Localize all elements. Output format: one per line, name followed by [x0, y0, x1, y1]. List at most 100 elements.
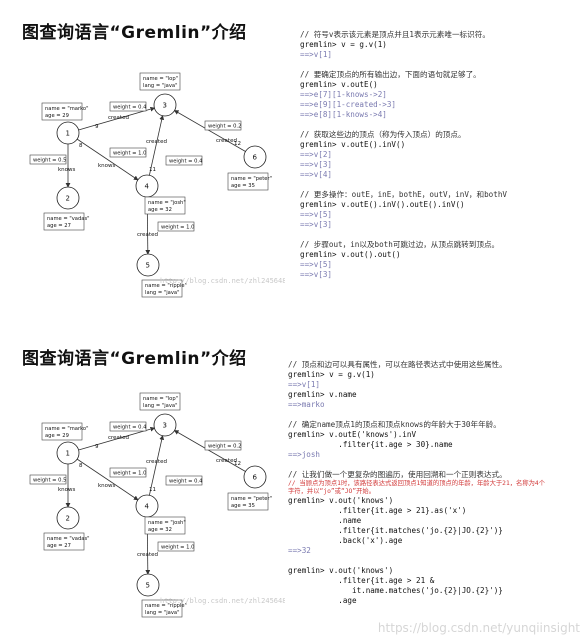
code-command: gremlin> v.outE().inV().outE().inV()	[300, 200, 465, 209]
node-id: 6	[253, 474, 258, 482]
url-watermark: http://blog.csdn.net/zhl245648124	[160, 597, 285, 605]
edge-weight-box	[204, 120, 242, 131]
graph-node	[243, 145, 267, 169]
node-props-box	[41, 422, 83, 441]
edge-id: 11	[149, 167, 156, 173]
graph-node	[153, 413, 177, 437]
code-gap	[300, 230, 507, 240]
node-prop: lang = "java"	[145, 290, 180, 296]
node-prop: name = "ripple"	[145, 283, 187, 289]
edge-label: created	[146, 139, 167, 145]
edge-weight: weight = 1.0	[161, 225, 194, 231]
code-result: ==>v[3]	[300, 220, 333, 229]
node-prop: name = "ripple"	[145, 603, 187, 609]
graph-edge	[148, 114, 165, 176]
code-result: ==>v[4]	[300, 170, 333, 179]
node-prop: lang = "java"	[145, 610, 180, 616]
edge-weight: weight = 0.4	[113, 105, 147, 111]
code-gap	[288, 410, 545, 420]
edge-id: 9	[95, 444, 99, 450]
code-command: gremlin> v.name	[288, 390, 357, 399]
code-result: ==>v[5]	[300, 210, 333, 219]
edge-label: created	[216, 458, 237, 464]
code-result: ==>v[3]	[300, 160, 333, 169]
node-props-box	[144, 516, 186, 535]
edge-id: 9	[95, 124, 99, 130]
edge-id: 12	[234, 461, 241, 467]
code-result: ==>v[3]	[300, 270, 333, 279]
code-command: gremlin> v = g.v(1)	[300, 40, 387, 49]
node-props-box	[141, 279, 183, 298]
code-result: ==>e[9][1-created->3]	[300, 100, 397, 109]
graph-edge	[78, 106, 156, 131]
code-command: gremlin> v.outE()	[300, 80, 378, 89]
code-result: ==>v[1]	[288, 380, 321, 389]
edge-weight: weight = 0.4	[169, 159, 203, 165]
code-gap	[288, 460, 545, 470]
code-comment: // 更多操作：outE，inE，bothE，outV，inV，和bothV	[300, 190, 507, 199]
node-id: 5	[146, 582, 150, 590]
node-id: 2	[66, 515, 70, 523]
edge-weight-box	[157, 541, 195, 552]
node-prop: name = "marko"	[45, 426, 89, 432]
graph-node	[243, 465, 267, 489]
edge-label: knows	[58, 167, 76, 173]
edge-label: knows	[58, 487, 76, 493]
edge-id: 12	[234, 141, 241, 147]
code-command: .back('x').age	[288, 536, 403, 545]
code-result: ==>e[8][1-knows->4]	[300, 110, 387, 119]
code-command: gremlin> v.out().out()	[300, 250, 401, 259]
edge-weight: weight = 1.0	[161, 545, 194, 551]
node-prop: name = "lop"	[143, 396, 178, 402]
edge-weight: weight = 0.5	[33, 478, 66, 484]
code-result: ==>32	[288, 546, 311, 555]
node-prop: age = 35	[231, 503, 255, 509]
edge-label: knows	[98, 483, 116, 489]
code-gap	[300, 120, 507, 130]
code-command: gremlin> v = g.v(1)	[288, 370, 375, 379]
node-prop: lang = "java"	[143, 403, 178, 409]
code-result: ==>josh	[288, 450, 321, 459]
node-id: 1	[66, 450, 70, 458]
code-command: .age	[288, 596, 357, 605]
edge-label: created	[146, 459, 167, 465]
edge-weight: weight = 0.2	[208, 444, 241, 450]
code-comment: // 确定name顶点1的顶点和顶点knows的年龄大于30年年龄。	[288, 420, 501, 429]
code-command: gremlin> v.outE('knows').inV	[288, 430, 417, 439]
slide-title: 图查询语言“Gremlin”介绍	[22, 23, 247, 43]
code-comment: // 要确定顶点的所有输出边，下面的语句就足够了。	[300, 70, 481, 79]
node-props-box	[43, 532, 85, 551]
edge-weight-box	[29, 154, 67, 165]
node-prop: age = 32	[148, 207, 172, 213]
node-prop: age = 29	[45, 113, 69, 119]
graph-node	[56, 441, 80, 465]
code-gap	[288, 556, 545, 566]
code-command: gremlin> v.out('knows')	[288, 566, 394, 575]
code-command: .filter{it.age > 30}.name	[288, 440, 453, 449]
credit-watermark: https://blog.csdn.net/yunqiinsight	[377, 621, 580, 635]
edge-weight: weight = 0.4	[113, 425, 147, 431]
edge-label: created	[108, 115, 129, 121]
node-prop: lang = "java"	[143, 83, 178, 89]
slide-title: 图查询语言“Gremlin”介绍	[22, 349, 247, 369]
node-id: 2	[66, 195, 70, 203]
node-prop: name = "lop"	[143, 76, 178, 82]
edge-label: created	[108, 435, 129, 441]
graph-node	[56, 121, 80, 145]
graph-node	[153, 93, 177, 117]
node-props-box	[227, 492, 269, 511]
code-command: .filter{it.age > 21 &	[288, 576, 435, 585]
code-result: ==>e[7][1-knows->2]	[300, 90, 387, 99]
slide-2: 图查询语言“Gremlin”介绍 knows7weight = 0.5creat…	[0, 320, 586, 639]
slide-1: 图查询语言“Gremlin”介绍 knows7weight = 0.5creat…	[0, 0, 586, 318]
node-id: 1	[66, 130, 70, 138]
edge-weight-box	[109, 421, 147, 432]
code-command: .filter{it.matches('jo.{2}|JO.{2}')}	[288, 526, 503, 535]
node-props-box	[43, 212, 85, 231]
code-result: ==>v[2]	[300, 150, 333, 159]
edge-weight: weight = 0.5	[33, 158, 66, 164]
node-prop: name = "josh"	[148, 520, 186, 526]
edge-weight: weight = 1.0	[113, 471, 146, 477]
